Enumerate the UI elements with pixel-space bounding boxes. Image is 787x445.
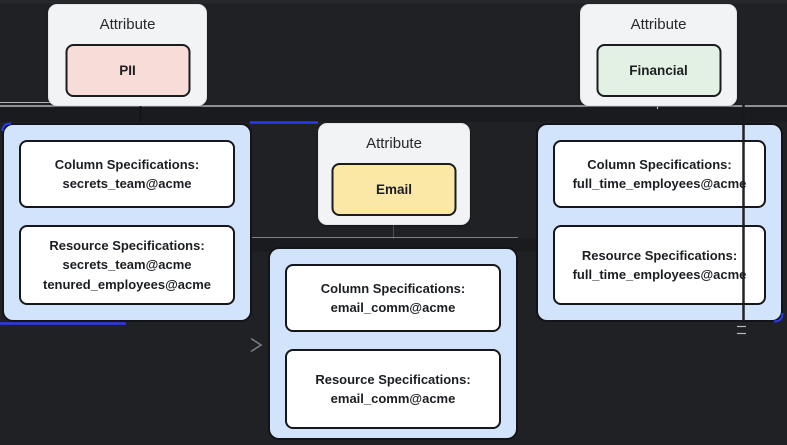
email-badge: Email: [331, 163, 457, 216]
resource-spec-value: email_comm@acme: [330, 391, 456, 406]
resource-spec-value: tenured_employees@acme: [42, 276, 212, 292]
column-spec-value: full_time_employees@acme: [572, 176, 747, 191]
column-specifications-box: Column Specifications: secrets_team@acme: [19, 140, 235, 208]
edge-bundle-band: [0, 107, 787, 122]
attribute-node-title: Attribute: [630, 16, 687, 33]
column-spec-title: Column Specifications:: [587, 156, 732, 172]
resource-specifications-box: Resource Specifications: email_comm@acme: [285, 349, 501, 429]
spec-group-financial[interactable]: Column Specifications: full_time_employe…: [536, 123, 783, 322]
column-specifications-box: Column Specifications: full_time_employe…: [553, 140, 766, 208]
column-specifications-box: Column Specifications: email_comm@acme: [285, 264, 501, 332]
column-spec-title: Column Specifications:: [54, 156, 200, 172]
pii-badge: PII: [65, 44, 190, 97]
column-spec-value: email_comm@acme: [330, 300, 456, 315]
attribute-node-financial[interactable]: Attribute Financial: [580, 4, 737, 106]
column-spec-title: Column Specifications:: [320, 280, 466, 296]
attribute-node-title: Attribute: [99, 16, 156, 33]
attribute-node-pii[interactable]: Attribute PII: [48, 4, 207, 106]
resource-spec-value: full_time_employees@acme: [572, 267, 747, 282]
attribute-node-email[interactable]: Attribute Email: [318, 123, 470, 225]
column-spec-value: secrets_team@acme: [62, 176, 192, 191]
resource-specifications-box: Resource Specifications: full_time_emplo…: [553, 225, 766, 305]
edge-top-band: [0, 0, 787, 4]
spec-group-pii[interactable]: Column Specifications: secrets_team@acme…: [2, 123, 252, 322]
spec-group-email[interactable]: Column Specifications: email_comm@acme R…: [268, 247, 518, 440]
financial-badge: Financial: [596, 44, 721, 97]
edge-arrowhead-icon: [250, 337, 263, 353]
attribute-node-title: Attribute: [366, 135, 422, 152]
resource-spec-value: secrets_team@acme: [62, 257, 192, 273]
resource-specifications-box: Resource Specifications: secrets_team@ac…: [19, 225, 235, 305]
resource-spec-title: Resource Specifications:: [49, 237, 205, 253]
resource-spec-title: Resource Specifications:: [581, 247, 738, 263]
resource-spec-title: Resource Specifications:: [315, 371, 471, 387]
